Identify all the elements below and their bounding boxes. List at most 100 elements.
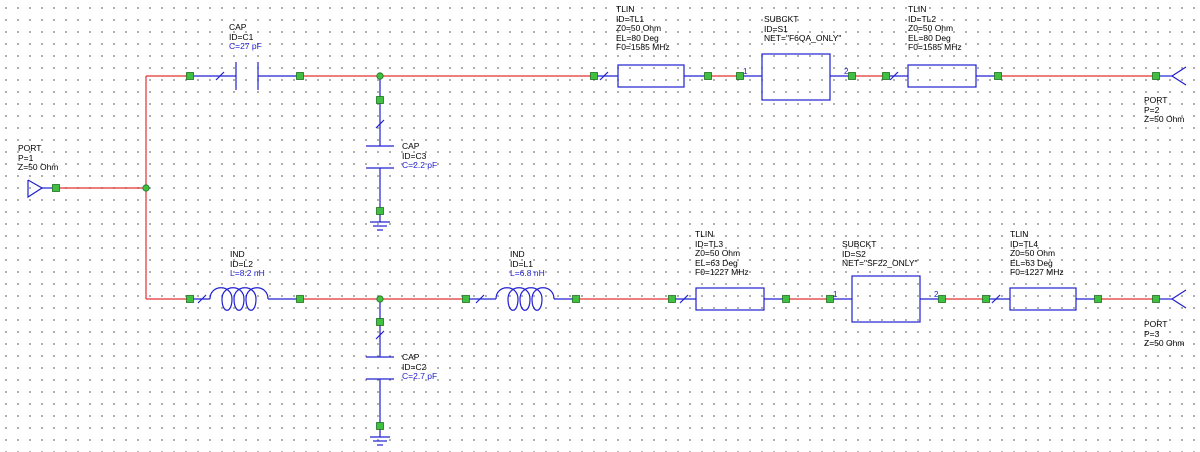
- terminal-c3-bottom[interactable]: [376, 207, 384, 215]
- label-tl3-id: ID=TL3: [695, 238, 724, 249]
- label-c1-id: ID=C1: [229, 31, 254, 42]
- tlin-tl2-symbol[interactable]: [886, 64, 998, 88]
- label-s2-net: NET="SF22_ONLY": [842, 258, 918, 269]
- label-port2-type: PORT: [1144, 95, 1168, 105]
- terminal-c1-right[interactable]: [296, 72, 304, 80]
- junction-top[interactable]: [376, 72, 384, 80]
- label-s2: SUBCKT ID=S2 NET="SF22_ONLY": [842, 239, 918, 269]
- label-l2-value: L=8.2 nH: [230, 268, 265, 279]
- label-tl2: TLIN ID=TL2 Z0=50 Ohm EL=80 Deg F0=1585 …: [908, 4, 962, 53]
- terminal-s1-in[interactable]: [736, 72, 744, 80]
- s1-pin-out: 2: [844, 67, 849, 76]
- label-s2-type: SUBCKT: [842, 239, 877, 249]
- label-tl3-z0: Z0=50 Ohm: [695, 248, 741, 259]
- label-tl3-f0: F0=1227 MHz: [695, 267, 749, 278]
- label-c1: CAP ID=C1 C=27 pF: [229, 22, 262, 52]
- label-c2-type: CAP: [402, 352, 420, 362]
- s1-pin-in: 1: [743, 67, 748, 76]
- subckt-s1-symbol[interactable]: [740, 53, 852, 101]
- terminal-tl3-right[interactable]: [782, 295, 790, 303]
- terminal-tl1-right[interactable]: [704, 72, 712, 80]
- label-tl1-type: TLIN: [616, 4, 635, 14]
- label-tl4-z0: Z0=50 Ohm: [1010, 248, 1056, 259]
- label-c1-type: CAP: [229, 22, 247, 32]
- terminal-port3[interactable]: [1152, 295, 1160, 303]
- terminal-c1-left[interactable]: [186, 72, 194, 80]
- label-l1-id: ID=L1: [510, 258, 533, 269]
- wires: [56, 75, 1156, 300]
- terminal-tl4-left[interactable]: [982, 295, 990, 303]
- label-c1-value: C=27 pF: [229, 41, 262, 52]
- label-s1-net: NET="F6QA_ONLY": [764, 33, 842, 44]
- label-port3-p: P=3: [1144, 328, 1160, 339]
- label-tl1-z0: Z0=50 Ohm: [616, 23, 662, 34]
- label-c3-type: CAP: [402, 141, 420, 151]
- label-tl4-f0: F0=1227 MHz: [1010, 267, 1064, 278]
- label-port1-p: P=1: [18, 152, 34, 163]
- port2-symbol[interactable]: [1156, 66, 1187, 86]
- label-tl1: TLIN ID=TL1 Z0=50 Ohm EL=80 Deg F0=1585 …: [616, 4, 670, 53]
- label-c2-value: C=2.7 pF: [402, 371, 438, 382]
- terminal-s2-out[interactable]: [938, 295, 946, 303]
- s2-pin-out: 2: [934, 290, 939, 299]
- label-tl2-f0: F0=1585 MHz: [908, 42, 962, 53]
- terminal-c2-top[interactable]: [376, 318, 384, 326]
- label-tl3-type: TLIN: [695, 229, 714, 239]
- terminal-tl2-left[interactable]: [882, 72, 890, 80]
- label-tl4-type: TLIN: [1010, 229, 1029, 239]
- label-tl3-el: EL=63 Deg: [695, 257, 738, 268]
- label-tl4: TLIN ID=TL4 Z0=50 Ohm EL=63 Deg F0=1227 …: [1010, 229, 1064, 278]
- label-port2: PORT P=2 Z=50 Ohm: [1144, 95, 1185, 125]
- label-tl2-id: ID=TL2: [908, 13, 937, 24]
- terminal-c2-bottom[interactable]: [376, 422, 384, 430]
- tlin-tl1-symbol[interactable]: [594, 64, 708, 88]
- label-l2-id: ID=L2: [230, 258, 253, 269]
- terminal-tl1-left[interactable]: [590, 72, 598, 80]
- subckt-s2-symbol[interactable]: [830, 275, 942, 323]
- label-l1-value: L=6.8 nH: [510, 268, 545, 279]
- terminal-tl4-right[interactable]: [1094, 295, 1102, 303]
- label-port2-p: P=2: [1144, 104, 1160, 115]
- s2-pin-in: 1: [833, 290, 838, 299]
- label-l2: IND ID=L2 L=8.2 nH: [230, 249, 265, 279]
- label-tl2-el: EL=80 Deg: [908, 32, 951, 43]
- label-tl4-id: ID=TL4: [1010, 238, 1039, 249]
- terminal-s1-out[interactable]: [848, 72, 856, 80]
- label-tl1-f0: F0=1585 MHz: [616, 42, 670, 53]
- label-port1-type: PORT: [18, 143, 42, 153]
- terminals: [52, 72, 1160, 430]
- label-l1: IND ID=L1 L=6.8 nH: [510, 249, 545, 279]
- terminal-l2-right[interactable]: [296, 295, 304, 303]
- terminal-s2-in[interactable]: [826, 295, 834, 303]
- terminal-c3-top[interactable]: [376, 96, 384, 104]
- terminal-tl2-right[interactable]: [994, 72, 1002, 80]
- label-c3-value: C=2.2 pF: [402, 160, 438, 171]
- label-tl4-el: EL=63 Deg: [1010, 257, 1053, 268]
- terminal-l1-left[interactable]: [462, 295, 470, 303]
- terminal-port2[interactable]: [1152, 72, 1160, 80]
- label-c2-id: ID=C2: [402, 361, 427, 372]
- junction-bottom[interactable]: [376, 295, 384, 303]
- label-port2-z: Z=50 Ohm: [1144, 114, 1185, 125]
- junctions: [142, 72, 384, 303]
- terminal-l1-right[interactable]: [572, 295, 580, 303]
- ind-l1-symbol[interactable]: [466, 287, 576, 311]
- label-s1-id: ID=S1: [764, 23, 788, 34]
- terminal-port1[interactable]: [52, 184, 60, 192]
- terminal-l2-left[interactable]: [186, 295, 194, 303]
- tlin-tl3-symbol[interactable]: [672, 287, 786, 311]
- label-tl1-el: EL=80 Deg: [616, 32, 659, 43]
- label-port3-z: Z=50 Ohm: [1144, 338, 1185, 349]
- label-l2-type: IND: [230, 249, 245, 259]
- junction-input[interactable]: [142, 184, 150, 192]
- tlin-tl4-symbol[interactable]: [986, 287, 1098, 311]
- cap-c1-symbol[interactable]: [190, 62, 300, 90]
- label-tl1-id: ID=TL1: [616, 13, 645, 24]
- ind-l2-symbol[interactable]: [190, 287, 300, 311]
- label-c2: CAP ID=C2 C=2.7 pF: [402, 352, 438, 382]
- terminal-tl3-left[interactable]: [668, 295, 676, 303]
- port3-symbol[interactable]: [1156, 289, 1187, 309]
- port1-symbol[interactable]: [27, 179, 56, 199]
- label-tl2-z0: Z0=50 Ohm: [908, 23, 954, 34]
